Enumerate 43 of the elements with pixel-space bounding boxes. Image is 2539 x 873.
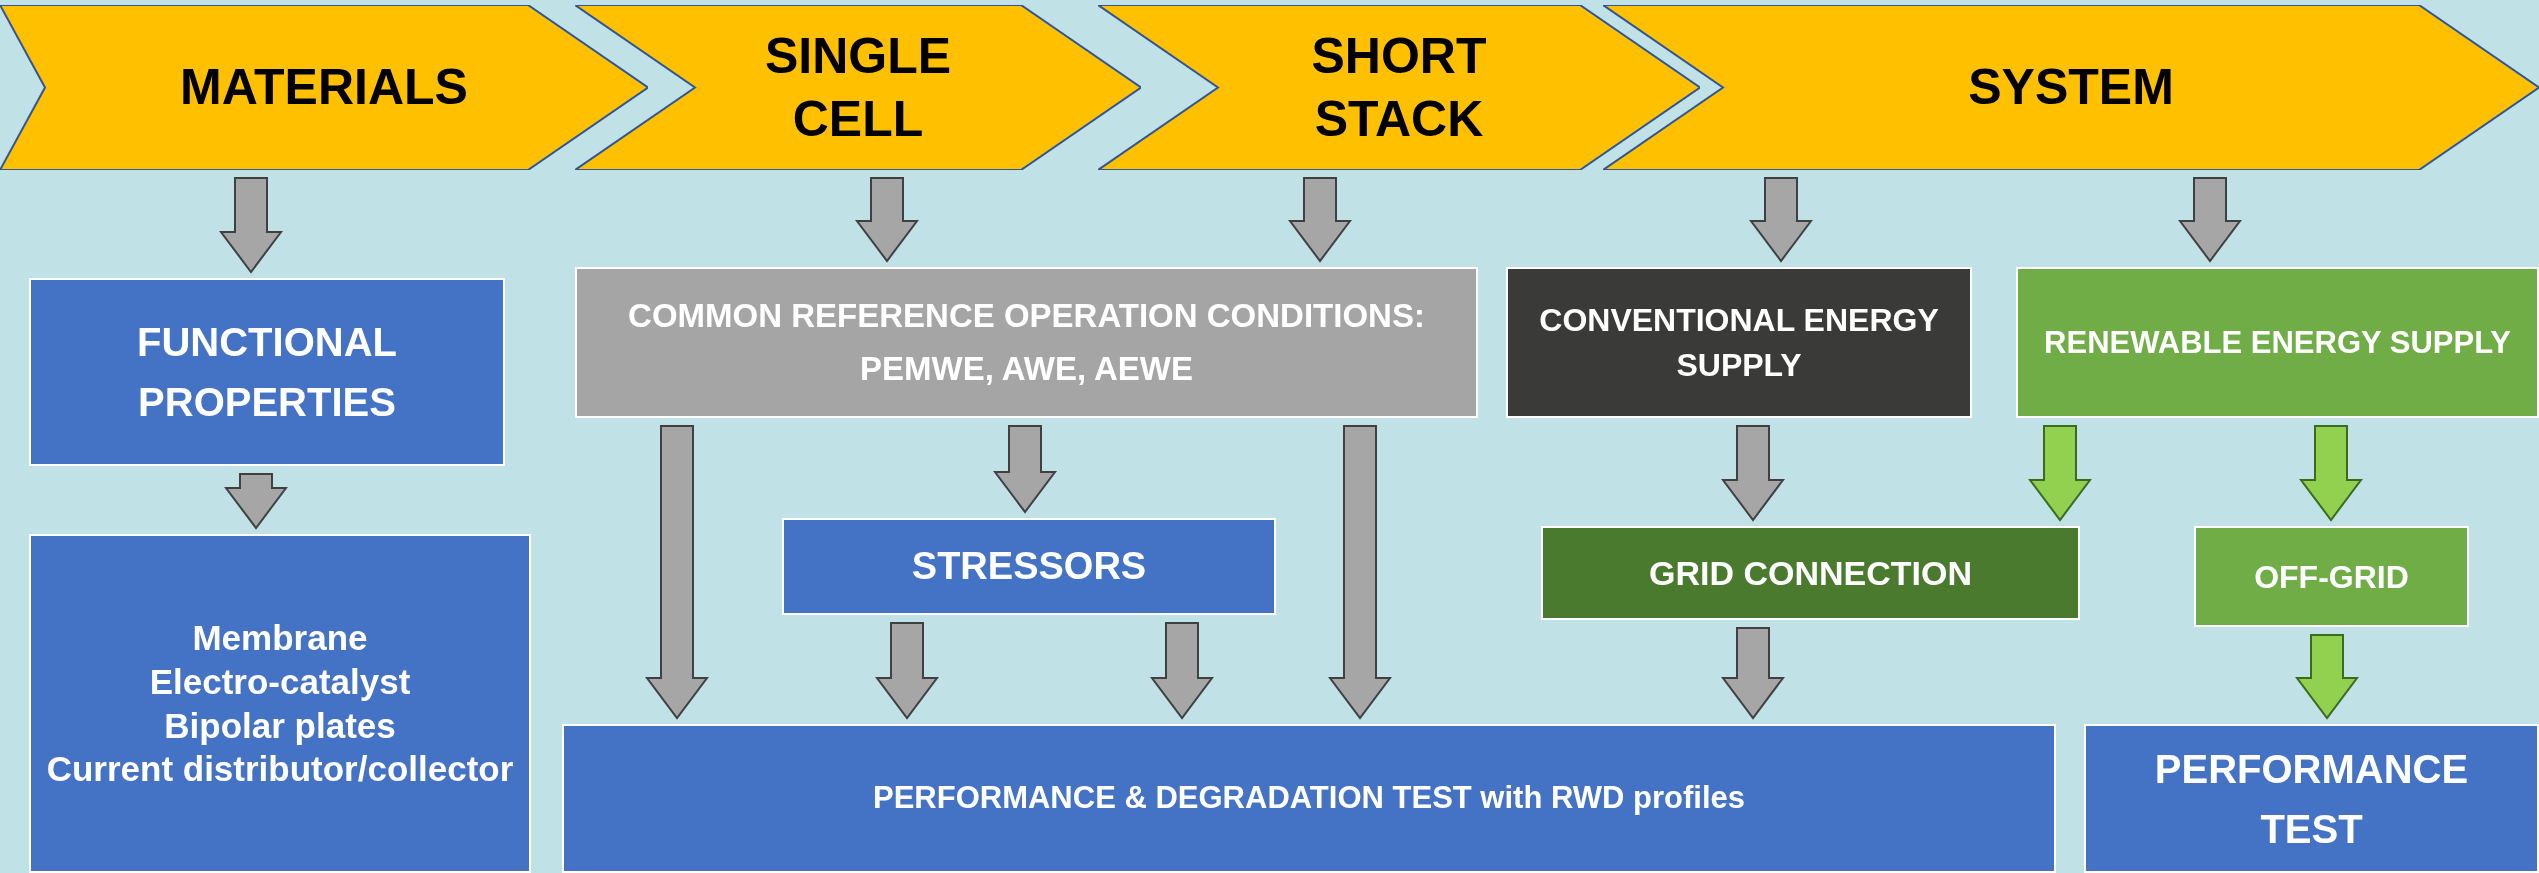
process-box (1541, 526, 2080, 620)
box-text: Electro-catalyst (149, 660, 411, 703)
box-text: CONVENTIONAL ENERGY SUPPLY (1538, 300, 1940, 385)
block-arrow (2295, 634, 2359, 720)
box-text: COMMON REFERENCE OPERATION CONDITIONS: PEMWE, AWE, AEWE (627, 295, 1426, 389)
box-text: Membrane (192, 617, 368, 659)
box-text: Current distributor/collector (46, 748, 514, 791)
process-box (2084, 724, 2539, 873)
process-box (575, 267, 1478, 418)
block-arrow (993, 425, 1057, 514)
stage-title: SYSTEM (1968, 58, 2174, 118)
block-arrow (1749, 177, 1813, 263)
block-arrow (2178, 177, 2242, 263)
block-arrow (2299, 425, 2363, 522)
box-text: GRID CONNECTION (1649, 552, 1972, 594)
block-arrow (1721, 425, 1785, 522)
box-text: RENEWABLE ENERGY SUPPLY (2044, 323, 2511, 362)
stage-title: SINGLE CELL (763, 27, 953, 149)
process-box (2194, 526, 2469, 627)
process-box (2016, 267, 2539, 418)
box-text: OFF-GRID (2254, 557, 2409, 597)
process-box (1506, 267, 1972, 418)
process-box (562, 724, 2056, 873)
block-arrow (1328, 425, 1392, 720)
process-box (29, 278, 505, 466)
block-arrow (1288, 177, 1352, 263)
box-text: FUNCTIONAL PROPERTIES (136, 319, 398, 426)
box-text: PERFORMANCE TEST (2153, 745, 2470, 853)
stage-title: SHORT STACK (1310, 27, 1488, 149)
block-arrow (219, 177, 283, 274)
block-arrow (1721, 627, 1785, 720)
box-text: STRESSORS (911, 544, 1147, 589)
box-text: Bipolar plates (164, 704, 396, 747)
process-box (782, 518, 1276, 615)
block-arrow (224, 473, 288, 530)
block-arrow (645, 425, 709, 720)
process-box (29, 534, 531, 873)
block-arrow (855, 177, 919, 263)
box-text: PERFORMANCE & DEGRADATION TEST with RWD profiles (873, 779, 1745, 818)
block-arrow (2028, 425, 2092, 522)
block-arrow (1150, 622, 1214, 720)
stage-title: MATERIALS (180, 58, 468, 118)
block-arrow (875, 622, 939, 720)
